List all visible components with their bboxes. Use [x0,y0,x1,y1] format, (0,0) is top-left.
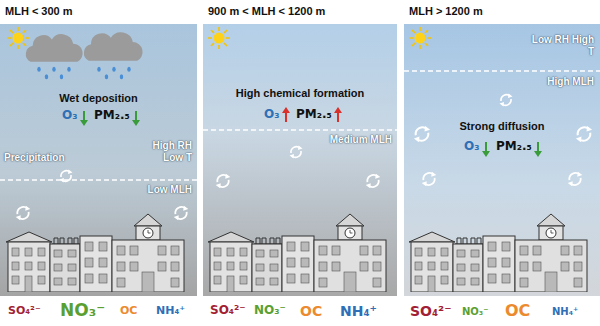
ion-label: NH₄⁺ [156,305,185,318]
species-label: O₃ [464,140,479,154]
ion-label: OC [120,305,137,318]
process-label: Strong diffusion [432,120,572,133]
panel-heading: MLH < 300 m [5,5,73,17]
panel-heading: MLH > 1200 m [409,5,483,17]
condition-label: High RH Low T [136,140,192,163]
ion-label: SO₄²⁻ [210,304,246,318]
ion-label: NH₄⁺ [552,306,578,318]
sky-panel [203,24,397,296]
condition-label: Low RH High T [528,34,594,57]
ion-label: NH₄⁺ [340,303,377,319]
mlh-line [0,71,600,180]
sky-panel [0,24,197,296]
species-label: PM₂.₅ [496,140,532,154]
process-label: Wet deposition [40,92,157,105]
panel-heading: 900 m < MLH < 1200 m [208,5,325,17]
species-label: O₃ [62,109,77,123]
ion-label: OC [505,302,530,320]
species-label: PM₂.₅ [94,109,130,123]
scenario-panel: 900 m < MLH < 1200 m [203,0,397,296]
mlh-label: Medium MLH [318,134,392,146]
species-label: PM₂.₅ [296,108,332,122]
ion-label: OC [300,303,322,319]
sky-panel [404,24,600,296]
ion-label: SO₄²⁻ [8,305,41,318]
ion-label: SO₄²⁻ [410,303,452,319]
mlh-label: Low MLH [130,184,192,196]
mlh-label: High MLH [518,76,594,88]
ion-label: NO₃⁻ [254,304,286,318]
process-label: High chemical formation [220,87,380,100]
increase-arrow [282,107,342,122]
ion-label: NO₃⁻ [462,306,489,318]
condition-label: Precipitation [4,152,65,164]
ion-label: NO₃⁻ [60,301,105,321]
species-label: O₃ [264,108,279,122]
